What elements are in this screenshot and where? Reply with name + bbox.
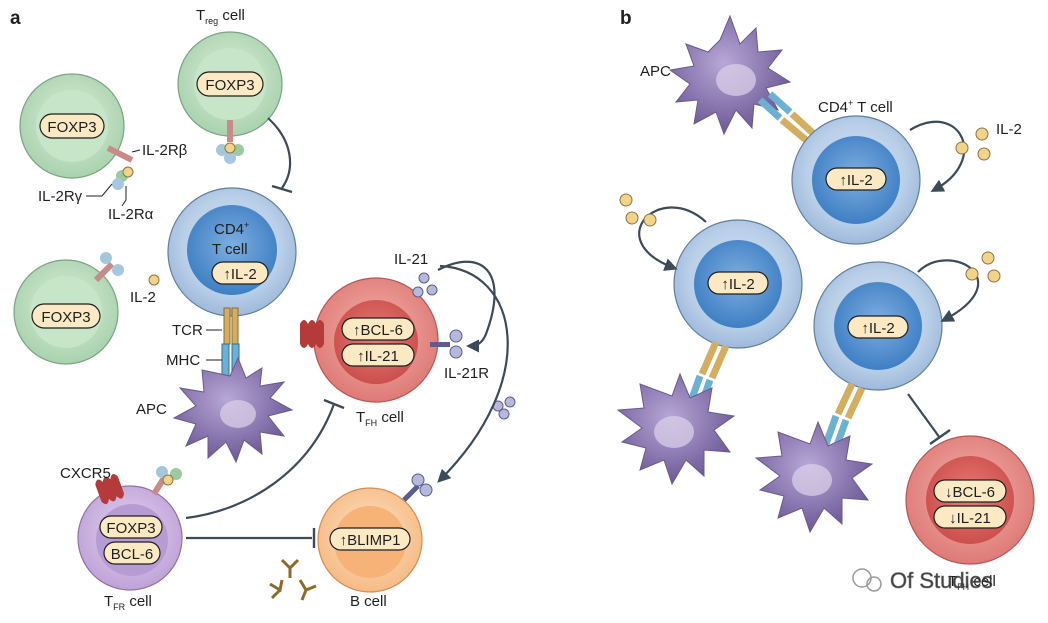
bcell-blimp1-marker: ↑BLIMP1 — [340, 532, 401, 549]
tfh-cell-b: ↓BCL-6 ↓IL-21 — [905, 435, 1035, 565]
tfr-foxp3-marker: FOXP3 — [106, 520, 155, 537]
il2-dots — [619, 193, 657, 227]
cd4-line2: T cell — [212, 241, 248, 258]
treg-top-name: Treg cell — [196, 7, 245, 26]
tfh-bcl6-marker: ↑BCL-6 — [353, 322, 403, 339]
cd4-t-cell-b-right: ↑IL-2 — [813, 261, 943, 391]
b-tfh-bcl6-marker: ↓BCL-6 — [945, 484, 995, 501]
il2-receptor-icon — [93, 252, 124, 283]
inhibition-bar — [929, 429, 951, 445]
tfr-cell: FOXP3 BCL-6 — [77, 466, 183, 591]
il21-dots — [412, 272, 516, 420]
label-il21r: IL-21R — [444, 365, 489, 382]
antibody-icons — [269, 558, 317, 601]
panel-a-label: a — [10, 8, 21, 29]
il2-dots — [955, 127, 991, 161]
watermark: Of Studies — [852, 568, 993, 593]
b-right-il2-marker: ↑IL-2 — [861, 320, 894, 337]
treg-left-top-foxp3: FOXP3 — [47, 119, 96, 136]
tfh-il21-marker: ↑IL-21 — [357, 348, 399, 365]
label-cxcr5: CXCR5 — [60, 465, 111, 482]
label-mhc: MHC — [166, 352, 200, 369]
watermark-text: Of Studies — [890, 568, 993, 593]
cd4-t-cell-b-left: ↑IL-2 — [673, 219, 803, 349]
il21r-icon — [430, 329, 463, 359]
label-il2rb: IL-2Rβ — [142, 142, 188, 159]
tfr-inhibits-tfh-arrow — [185, 403, 336, 520]
inhibition-bar — [271, 184, 293, 194]
cxcr5-receptor-icon — [95, 474, 125, 505]
il2-receptor-icon — [216, 120, 244, 164]
cxcr5-receptor-icon — [300, 320, 324, 348]
b-cell: ↑BLIMP1 — [317, 473, 433, 593]
label-il2ra: IL-2Rα — [108, 206, 154, 223]
receptor-leaders — [86, 149, 141, 207]
label-il2: IL-2 — [130, 289, 156, 306]
treg-top-foxp3: FOXP3 — [205, 77, 254, 94]
label-apc-b: APC — [640, 63, 671, 80]
b-tfh-il21-marker: ↓IL-21 — [949, 510, 991, 527]
label-il21: IL-21 — [394, 251, 428, 268]
bcell-name: B cell — [350, 593, 387, 610]
cd4-label-b: CD4+ T cell — [818, 98, 893, 116]
treg-cell-left-top: FOXP3 — [19, 73, 134, 190]
il2-autocrine-arrow — [909, 120, 966, 192]
il2-dots — [965, 251, 1001, 283]
il21-autocrine-arrow — [437, 260, 496, 353]
tfr-bcl6-marker: BCL-6 — [111, 546, 154, 563]
label-il2rg: IL-2Rγ — [38, 188, 83, 205]
apc-cell-a — [172, 356, 294, 464]
cd4-t-cell-b-top: ↑IL-2 — [791, 115, 921, 245]
apc-cell-b-top — [668, 14, 792, 136]
tfh-name-b: TFH cell — [948, 573, 996, 592]
label-apc-a: APC — [136, 401, 167, 418]
treg-cell-top: FOXP3 — [177, 31, 283, 164]
treg-inhibits-cd4-arrow — [267, 117, 292, 189]
b-left-il2-marker: ↑IL-2 — [721, 276, 754, 293]
treg-left-bottom-foxp3: FOXP3 — [41, 309, 90, 326]
apc-cell-b-right — [754, 420, 874, 534]
cd4-t-cell: ↑IL-2 — [167, 187, 297, 317]
panel-b-label: b — [620, 8, 632, 29]
il2-receptor-icon — [106, 145, 134, 190]
treg-cell-left-bottom: FOXP3 — [13, 252, 124, 365]
tcr-mhc-icon — [757, 91, 817, 143]
tfh-cell: ↑BCL-6 ↑IL-21 — [300, 277, 463, 403]
cd4-line1: CD4+ — [214, 220, 249, 238]
inhibition-bar — [323, 398, 345, 410]
il2-inhibits-tfh-arrow — [907, 393, 941, 439]
tfr-name: TFR cell — [104, 593, 152, 612]
cd4-il2-marker: ↑IL-2 — [223, 266, 256, 283]
label-tcr: TCR — [172, 322, 203, 339]
il21-to-bcell-arrow — [437, 264, 509, 483]
apc-cell-b-left — [616, 372, 736, 486]
b-top-il2-marker: ↑IL-2 — [839, 172, 872, 189]
il2-dot — [148, 274, 160, 286]
label-il2-b: IL-2 — [996, 121, 1022, 138]
il21r-icon — [402, 473, 433, 502]
il2-receptor-icon — [151, 466, 182, 496]
tfh-name: TFH cell — [356, 409, 404, 428]
